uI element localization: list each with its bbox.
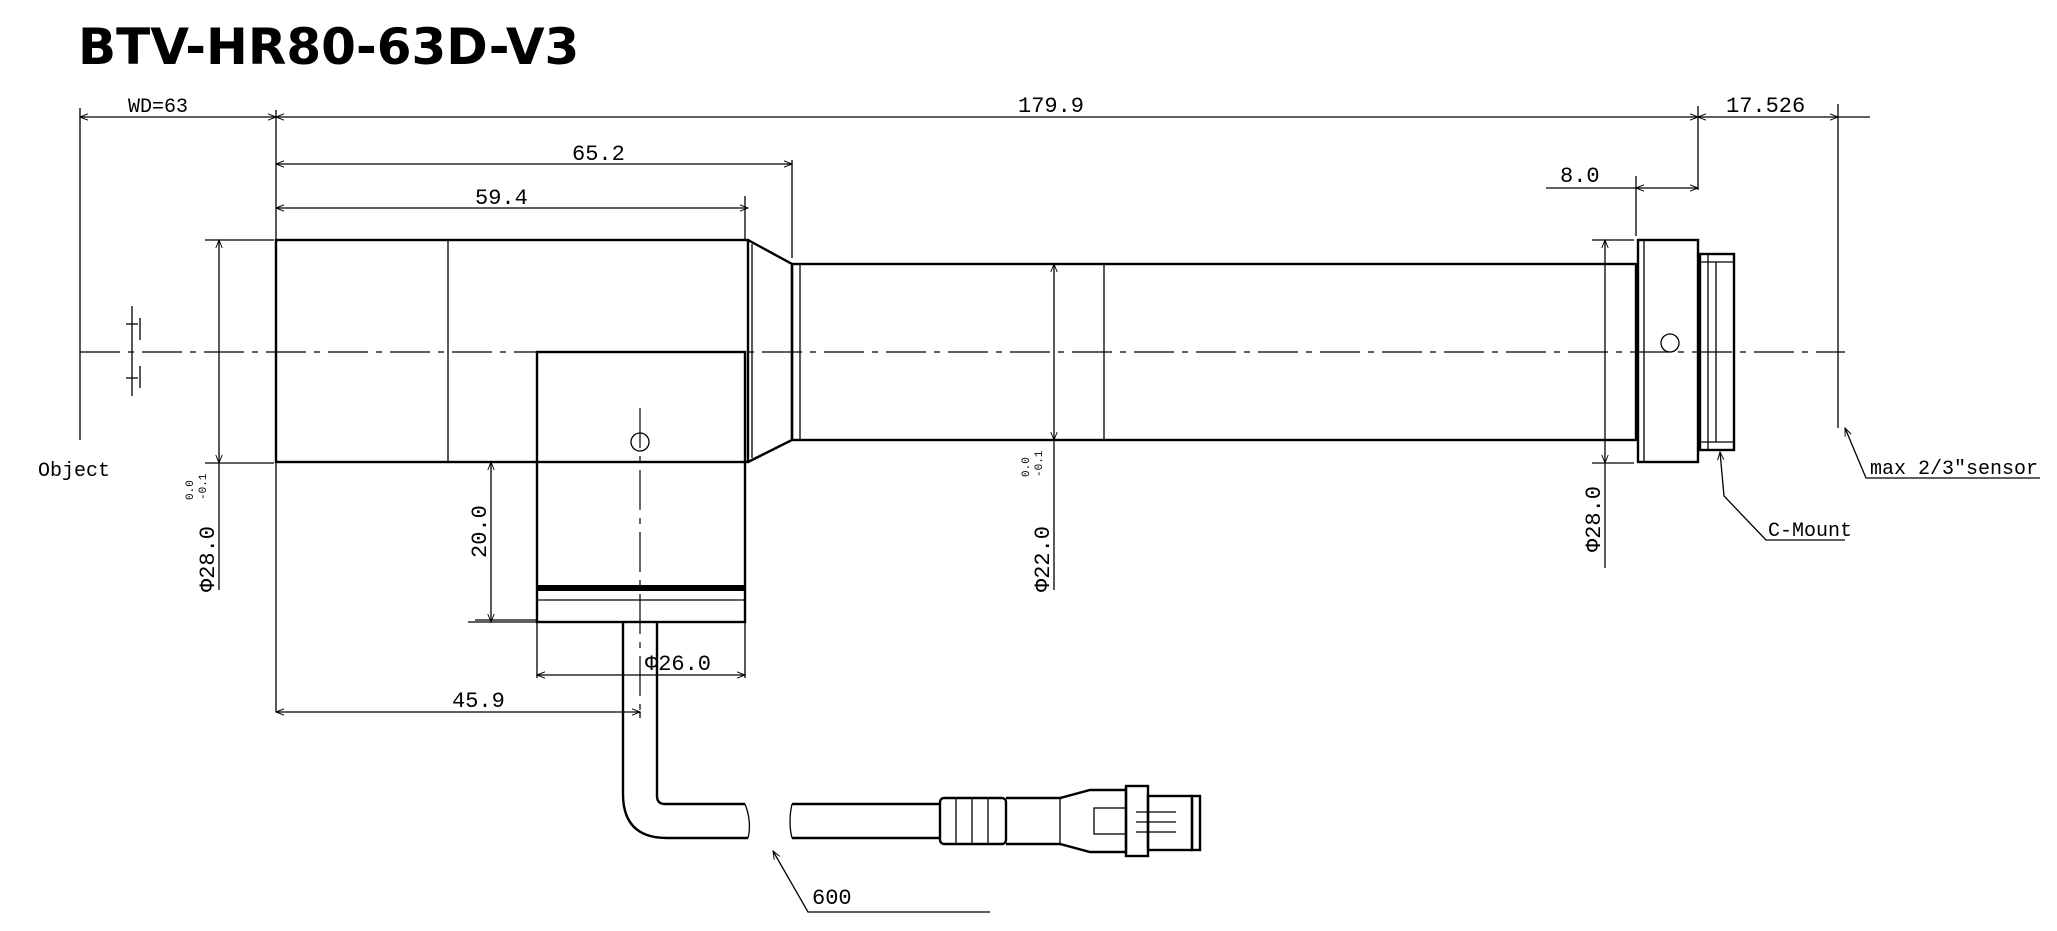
tube-tolerance-upper: 0.0 <box>1021 457 1033 477</box>
light-port-position-label: 45.9 <box>452 689 505 714</box>
c-mount-thread <box>1698 252 1736 452</box>
sensor-label: max 2/3"sensor <box>1870 458 2038 481</box>
object-plane-marker <box>126 306 141 396</box>
wd-label: WD=63 <box>128 96 188 119</box>
front-length-label: 65.2 <box>572 142 625 167</box>
light-port <box>535 350 747 712</box>
total-length-label: 179.9 <box>1018 94 1084 119</box>
mount-screw-hole <box>1660 333 1680 353</box>
front-tolerance-lower: -0.1 <box>198 473 210 500</box>
light-port-diameter-label: Φ26.0 <box>645 652 711 677</box>
front-tolerance-upper: 0.0 <box>185 480 197 500</box>
front-barrel <box>274 238 750 464</box>
sensor-distance-label: 17.526 <box>1726 94 1805 119</box>
barrel-taper <box>747 238 794 464</box>
power-cable <box>621 622 940 840</box>
tube-tolerance-lower: -0.1 <box>1034 450 1046 477</box>
extension-lines <box>79 104 1839 718</box>
rear-tube <box>790 262 1638 442</box>
dimension-lines <box>78 113 2040 913</box>
light-port-height-label: 20.0 <box>468 505 493 558</box>
mount-diameter-label: Φ28.0 <box>1582 486 1607 552</box>
object-label: Object <box>38 460 110 483</box>
cable-length-label: 600 <box>812 886 852 911</box>
dimension-text: WD=63 179.9 17.526 65.2 59.4 8.0 Φ26.0 4… <box>38 94 2038 911</box>
c-mount-label: C-Mount <box>1768 520 1852 543</box>
mount-length-label: 8.0 <box>1560 164 1600 189</box>
cable-connector <box>938 784 1202 858</box>
front-barrel-length-label: 59.4 <box>475 186 528 211</box>
drawing-title: BTV-HR80-63D-V3 <box>78 18 579 76</box>
lens-body <box>274 238 1736 464</box>
front-diameter-label: Φ28.0 <box>196 526 221 592</box>
tube-diameter-label: Φ22.0 <box>1031 526 1056 592</box>
c-mount-ring <box>1636 238 1700 464</box>
